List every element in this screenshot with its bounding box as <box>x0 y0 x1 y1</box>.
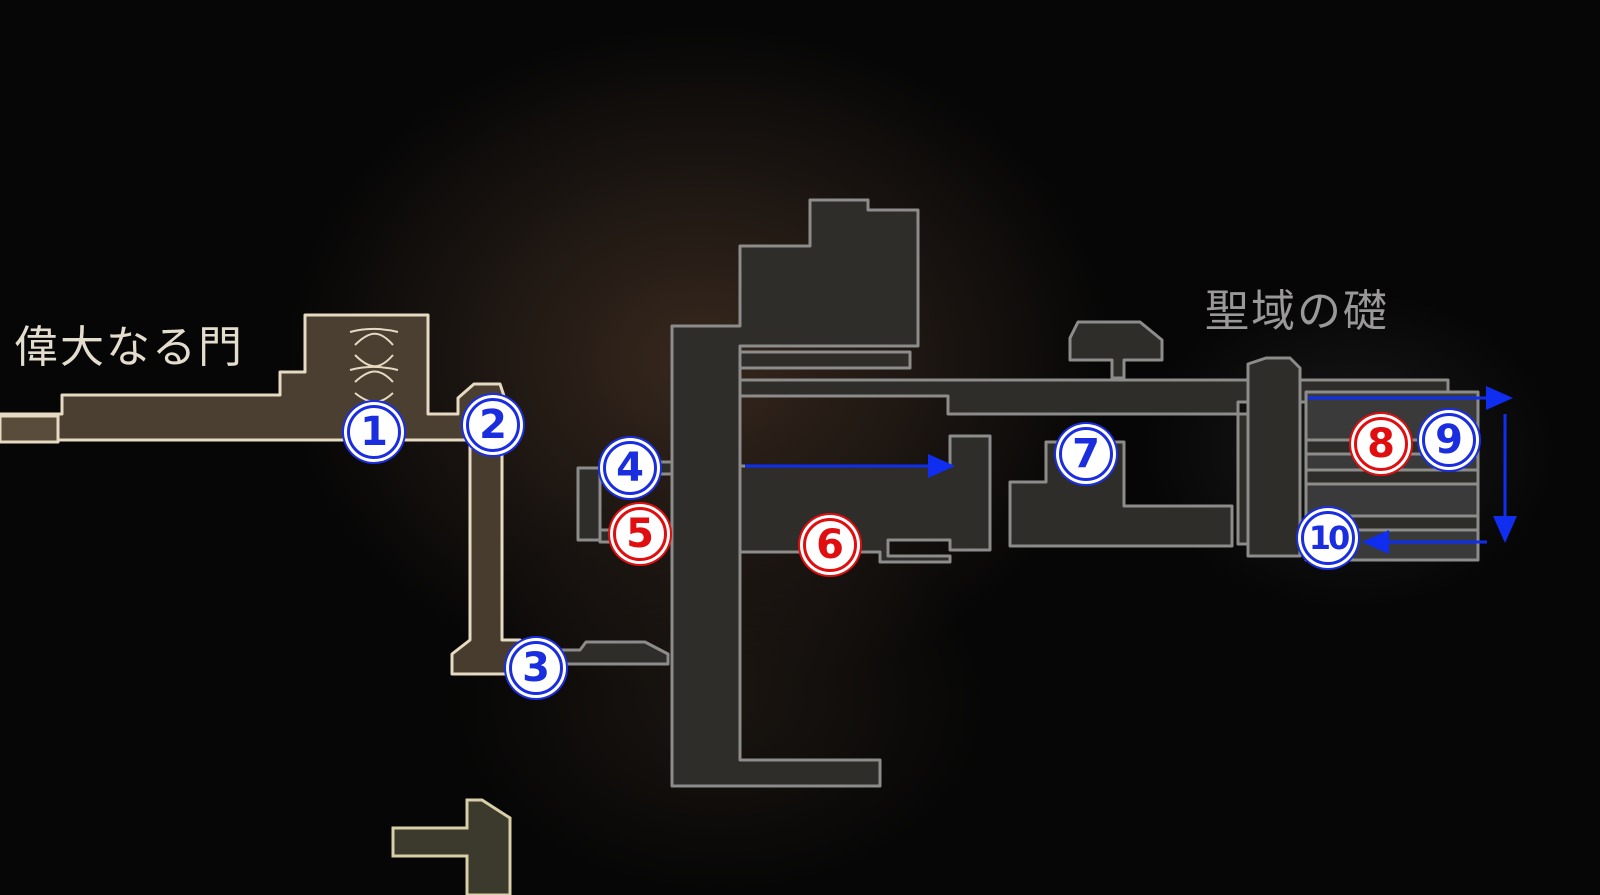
map-marker-6[interactable]: 6 <box>803 518 857 572</box>
map-marker-2[interactable]: 2 <box>466 398 520 452</box>
map-marker-3[interactable]: 3 <box>509 641 563 695</box>
map-marker-4[interactable]: 4 <box>603 441 657 495</box>
area-label-sanctuary: 聖域の礎 <box>1205 286 1389 337</box>
gate-emblem <box>349 328 399 403</box>
map-marker-1[interactable]: 1 <box>347 405 401 459</box>
southwest-room <box>391 798 512 895</box>
area-label-gate: 偉大なる門 <box>14 322 244 373</box>
map-marker-8[interactable]: 8 <box>1354 417 1408 471</box>
route-arrows <box>745 386 1517 554</box>
map-marker-5[interactable]: 5 <box>613 507 667 561</box>
map-marker-10[interactable]: 10 <box>1301 511 1355 565</box>
map-marker-7[interactable]: 7 <box>1059 427 1113 481</box>
map-marker-9[interactable]: 9 <box>1422 413 1476 467</box>
